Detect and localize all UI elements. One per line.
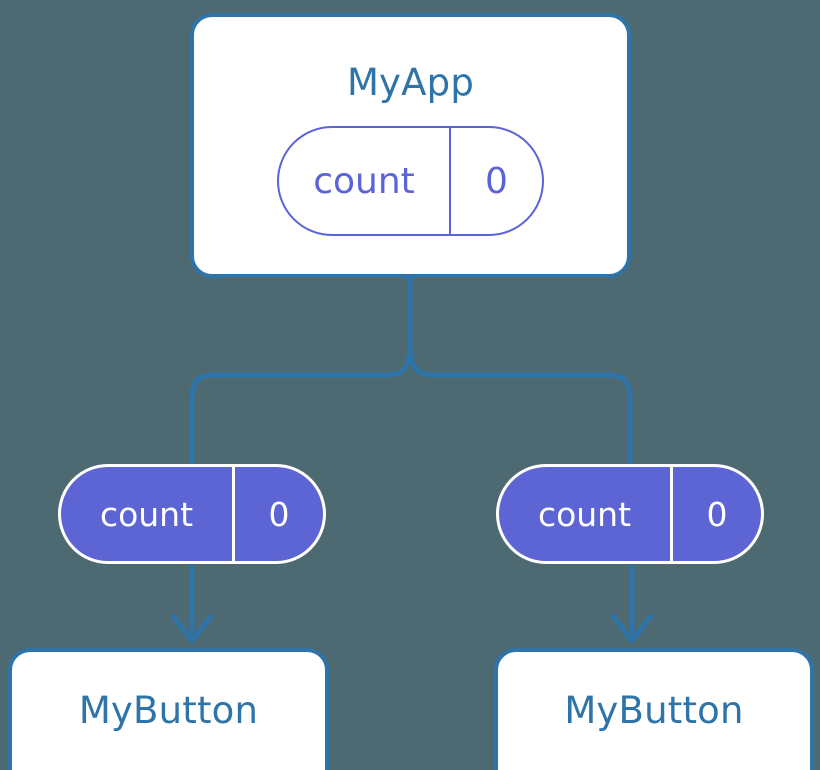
state-pill-value-myapp: 0 xyxy=(485,160,508,202)
prop-pill-key-left: count xyxy=(61,467,235,561)
arrow-head-right xyxy=(610,613,654,644)
component-label-mybutton-left: MyButton xyxy=(78,689,259,732)
component-label-mybutton-right: MyButton xyxy=(564,689,744,732)
connector-branch-right xyxy=(407,344,633,464)
component-box-mybutton-left[interactable]: MyButton xyxy=(8,648,329,770)
prop-pill-left[interactable]: count 0 xyxy=(58,464,326,564)
prop-pill-key-right: count xyxy=(499,467,673,561)
prop-pill-value-right: 0 xyxy=(706,494,728,534)
component-box-mybutton-right[interactable]: MyButton xyxy=(494,648,814,770)
prop-pill-value-left: 0 xyxy=(268,494,290,534)
state-pill-key-myapp: count xyxy=(279,128,451,234)
connector-branch-left xyxy=(189,344,413,464)
state-pill-myapp[interactable]: count 0 xyxy=(277,126,544,236)
arrow-head-left xyxy=(170,613,214,644)
component-label-myapp: MyApp xyxy=(346,61,475,104)
prop-pill-right[interactable]: count 0 xyxy=(496,464,764,564)
